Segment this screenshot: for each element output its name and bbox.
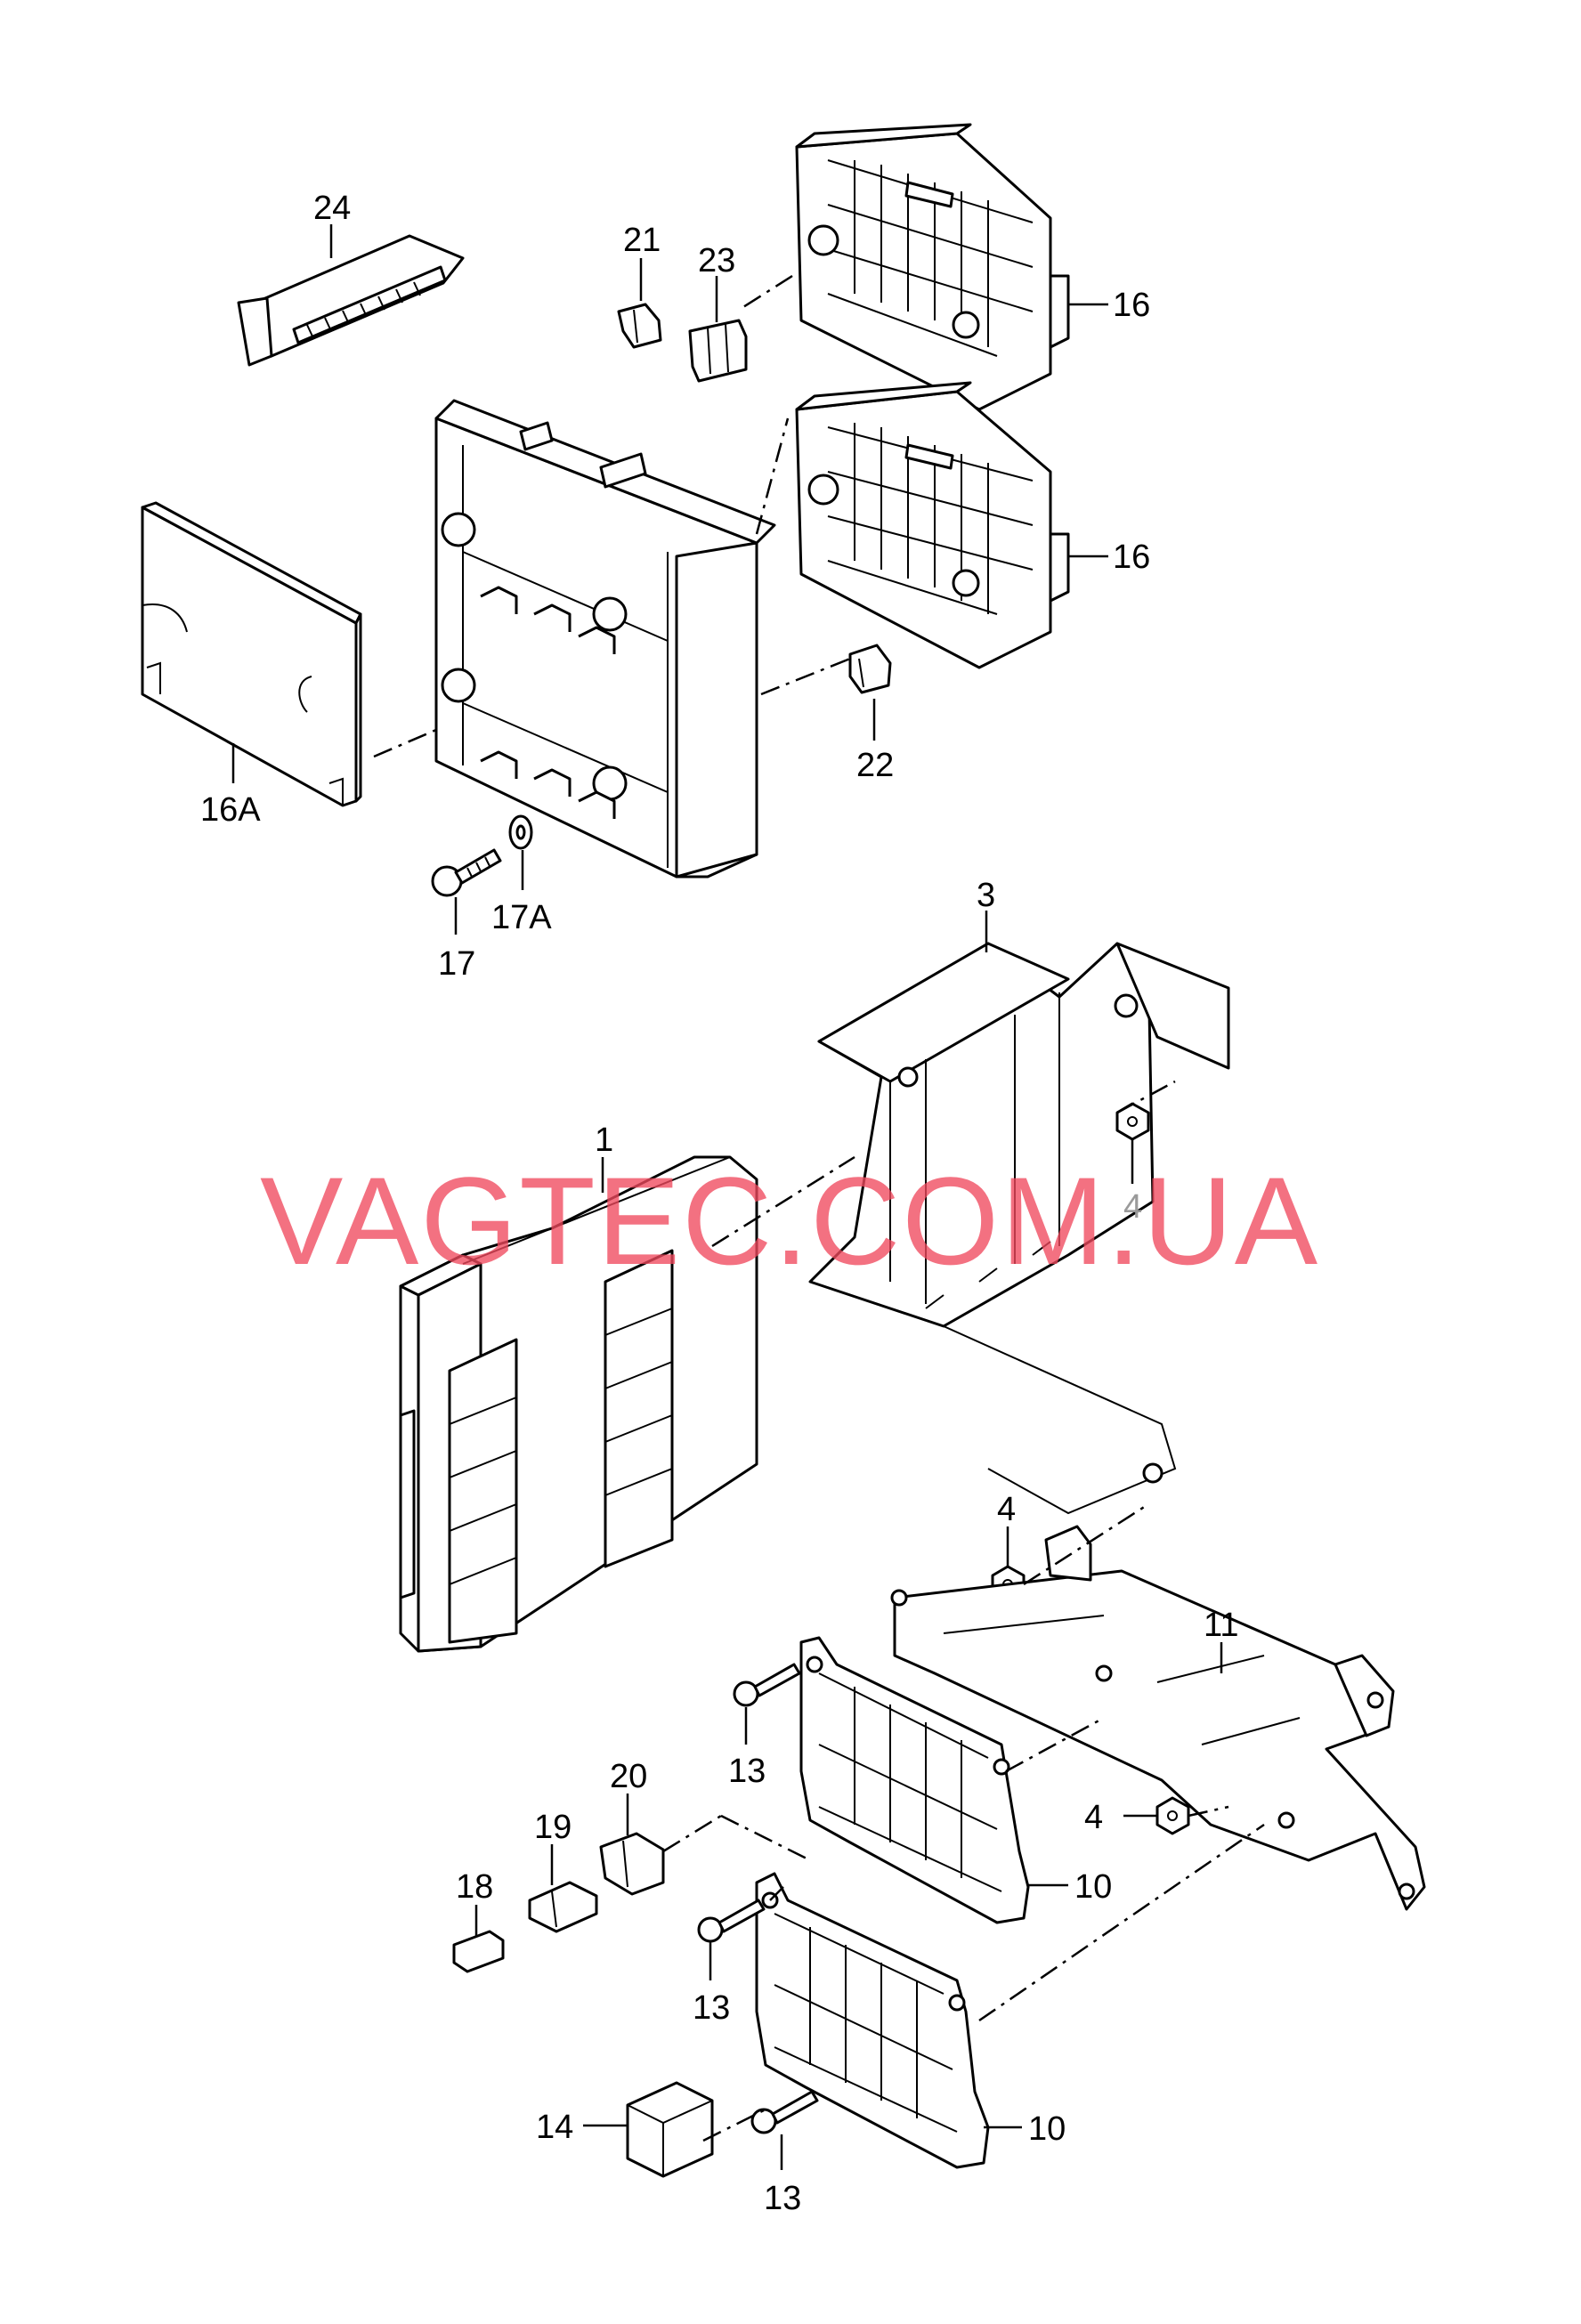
callout-10-lower: 10	[1028, 2110, 1066, 2148]
callout-16-lower: 16	[1113, 538, 1150, 576]
callout-13-lower: 13	[764, 2180, 801, 2217]
callout-14: 14	[536, 2109, 573, 2146]
part-10-relay-holder-upper	[799, 1636, 1030, 1924]
callout-21: 21	[623, 222, 661, 259]
callout-4-middle: 4	[997, 1491, 1016, 1528]
callout-10-upper: 10	[1074, 1868, 1112, 1906]
part-17-screw	[431, 848, 502, 897]
part-20-terminal	[599, 1832, 665, 1896]
part-10-relay-holder-lower	[755, 1872, 990, 2169]
fuse-box-housing	[434, 399, 776, 879]
callout-labels: 24 21 23 16 16 22 16A 17A 17 3 1 4 4 11 …	[200, 190, 1238, 2217]
part-13-screw-lower	[750, 2090, 819, 2134]
callout-16A: 16A	[200, 791, 261, 829]
part-17A-washer	[508, 814, 533, 850]
callout-17A: 17A	[491, 899, 552, 936]
part-18-terminal	[452, 1930, 505, 1973]
part-16A-cover	[141, 501, 362, 807]
callout-11: 11	[1204, 1607, 1238, 1644]
callout-16-upper: 16	[1113, 287, 1150, 324]
callout-20: 20	[610, 1758, 647, 1795]
callout-23: 23	[698, 242, 735, 279]
part-14-relay	[626, 2081, 714, 2178]
watermark-text: VAGTEC.COM.UA	[260, 1151, 1319, 1291]
callout-19: 19	[534, 1809, 572, 1846]
part-23-fuse	[688, 319, 748, 383]
assembly-lines	[373, 274, 1265, 2142]
part-21-mini-fuse	[617, 303, 662, 349]
part-24-release-clip	[237, 234, 465, 367]
part-19-terminal	[528, 1881, 598, 1933]
callout-22: 22	[856, 747, 894, 784]
callout-24: 24	[313, 190, 351, 227]
leader-lines	[231, 224, 1223, 2170]
part-3-bracket	[808, 942, 1230, 1515]
callout-18: 18	[456, 1868, 493, 1906]
part-16-connector-upper	[795, 123, 1070, 411]
part-1-control-unit	[399, 1155, 758, 1653]
callout-4-upper: 4	[1123, 1188, 1142, 1226]
part-16-connector-lower	[795, 381, 1070, 669]
callout-13-middle: 13	[693, 1989, 730, 2027]
part-11-lower-bracket	[890, 1525, 1426, 1911]
callout-3: 3	[977, 877, 995, 914]
part-13-screw-middle	[697, 1899, 766, 1943]
callout-13-upper: 13	[728, 1753, 766, 1790]
callout-1: 1	[595, 1122, 613, 1159]
part-13-screw-upper	[733, 1663, 801, 1707]
part-4-nut-lower	[1155, 1796, 1190, 1835]
part-22-clip	[848, 644, 892, 694]
callout-17: 17	[438, 945, 475, 983]
callout-4-lower: 4	[1084, 1799, 1103, 1836]
